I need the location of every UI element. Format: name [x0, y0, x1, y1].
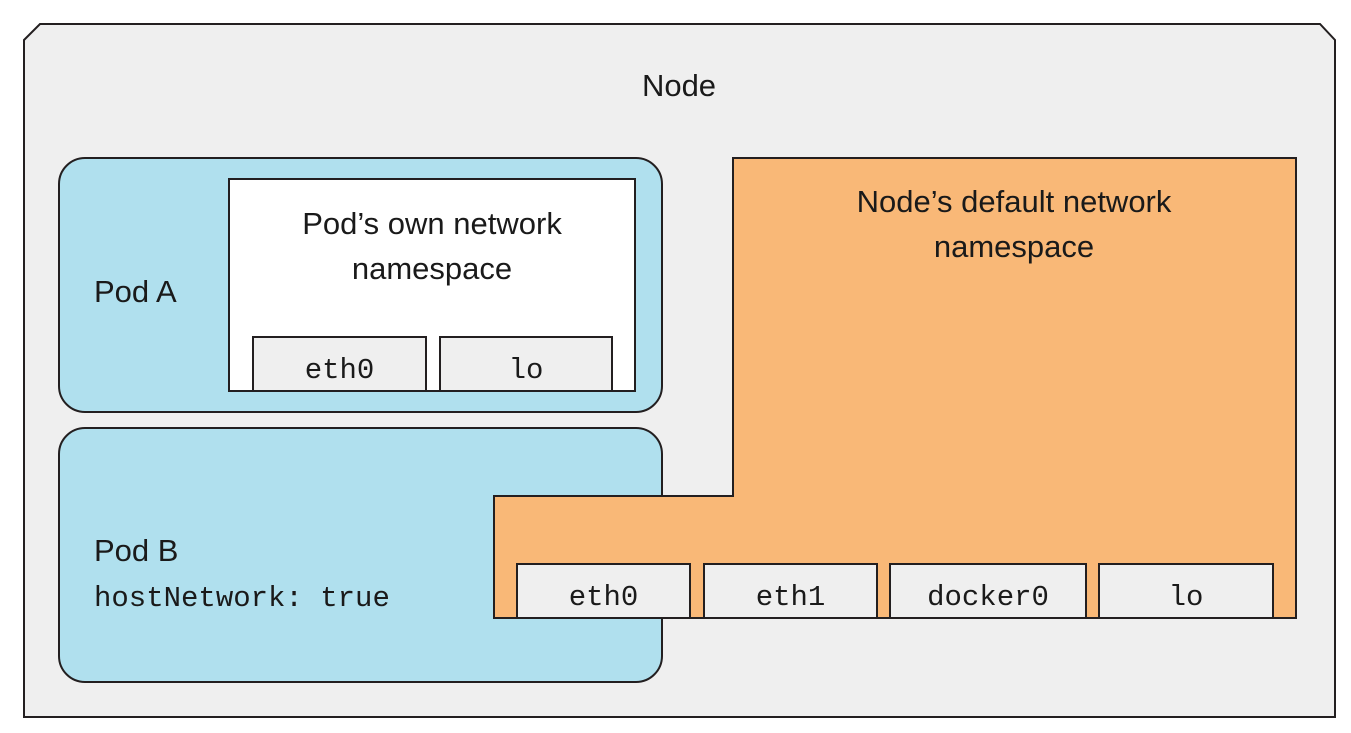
interface-label: eth0 — [305, 354, 375, 387]
pod-b-host-network-setting: hostNetwork: true — [94, 582, 390, 615]
pod-a-namespace-title-line1: Pod’s own network — [302, 206, 562, 241]
node-default-network-namespace: Node’s default network namespace eth0 et… — [493, 157, 1297, 619]
interface-label: lo — [509, 354, 544, 387]
interface-box — [1098, 563, 1274, 619]
interface-label: eth1 — [756, 581, 826, 614]
interface-box — [889, 563, 1087, 619]
node-namespace-title-line1: Node’s default network — [857, 184, 1172, 219]
interface-box — [439, 336, 613, 392]
pod-a-network-namespace: Pod’s own network namespace eth0 lo — [228, 178, 636, 392]
pod-a-label: Pod A — [94, 274, 177, 309]
interface-box — [516, 563, 691, 619]
node-interface-eth0: eth0 — [516, 563, 691, 619]
pod-a-namespace-title-line2: namespace — [352, 251, 512, 286]
pod-a-interface-eth0: eth0 — [252, 336, 427, 392]
node-namespace-title-line2: namespace — [934, 229, 1094, 264]
node-title: Node — [642, 68, 716, 103]
node-interface-docker0: docker0 — [889, 563, 1087, 619]
pod-a-interface-lo: lo — [439, 336, 613, 392]
interface-box — [703, 563, 878, 619]
node-interface-lo: lo — [1098, 563, 1274, 619]
pod-b-label: Pod B — [94, 533, 178, 568]
node-interface-eth1: eth1 — [703, 563, 878, 619]
interface-label: eth0 — [569, 581, 639, 614]
interface-label: lo — [1169, 581, 1204, 614]
interface-box — [252, 336, 427, 392]
node-namespace-shape — [493, 157, 1297, 619]
pod-a: Pod A Pod’s own network namespace eth0 l… — [58, 157, 663, 413]
interface-label: docker0 — [927, 581, 1049, 614]
